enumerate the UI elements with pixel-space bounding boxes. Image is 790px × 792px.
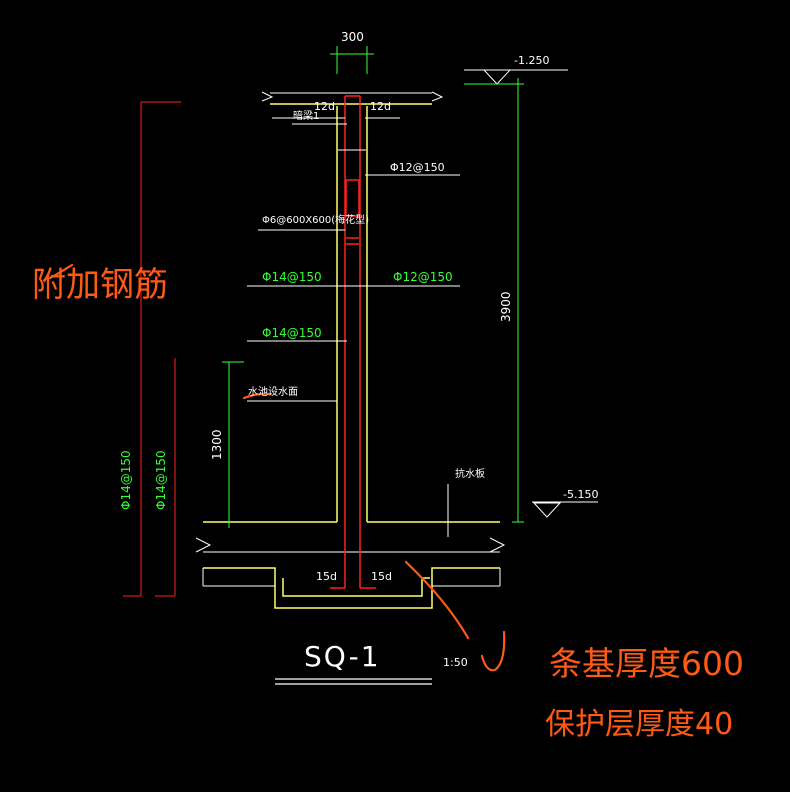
detail-lines xyxy=(338,149,366,287)
vertical-rebar-2: Φ14@150 xyxy=(154,450,168,510)
vertical-rebar-1: Φ14@150 xyxy=(119,450,133,510)
rebars xyxy=(330,95,376,589)
title-underline xyxy=(275,678,432,685)
height-dim: 3900 xyxy=(499,291,513,322)
width-dim: 300 xyxy=(341,30,364,44)
elevation-top: -1.250 xyxy=(514,54,550,67)
lower-dim: 1300 xyxy=(210,429,224,460)
anchor-bottom-right: 15d xyxy=(371,570,392,583)
strip-thickness-note: 条基厚度600 xyxy=(549,644,744,683)
anchor-top-left: 12d xyxy=(314,100,335,113)
leader-lines xyxy=(247,69,598,537)
rebar-left-mid: Φ14@150 xyxy=(262,270,322,284)
break-lines xyxy=(195,91,506,587)
water-level-label: 水池设水面 xyxy=(248,387,298,398)
extra-rebar-note: 附加钢筋 xyxy=(32,265,168,305)
rebar-right-mid: Φ12@150 xyxy=(393,270,453,284)
rebar-left-lower: Φ14@150 xyxy=(262,326,322,340)
dimension-lines xyxy=(222,46,524,528)
rebar-right-upper: Φ12@150 xyxy=(390,161,445,174)
anchor-top-right: 12d xyxy=(370,100,391,113)
slab-label: 抗水板 xyxy=(455,469,485,480)
cover-thickness-note: 保护层厚度40 xyxy=(545,707,734,742)
tie-label: Φ6@600X600(梅花型) xyxy=(262,215,370,226)
elevation-markers xyxy=(482,69,562,518)
hand-markups xyxy=(48,263,506,672)
beam-label: 暗梁1 xyxy=(293,111,320,122)
anchor-bottom-left: 15d xyxy=(316,570,337,583)
elevation-bottom: -5.150 xyxy=(563,488,599,501)
section-title: SQ-1 xyxy=(304,640,381,673)
callout-brackets xyxy=(123,101,181,597)
scale-label: 1:50 xyxy=(443,656,468,669)
